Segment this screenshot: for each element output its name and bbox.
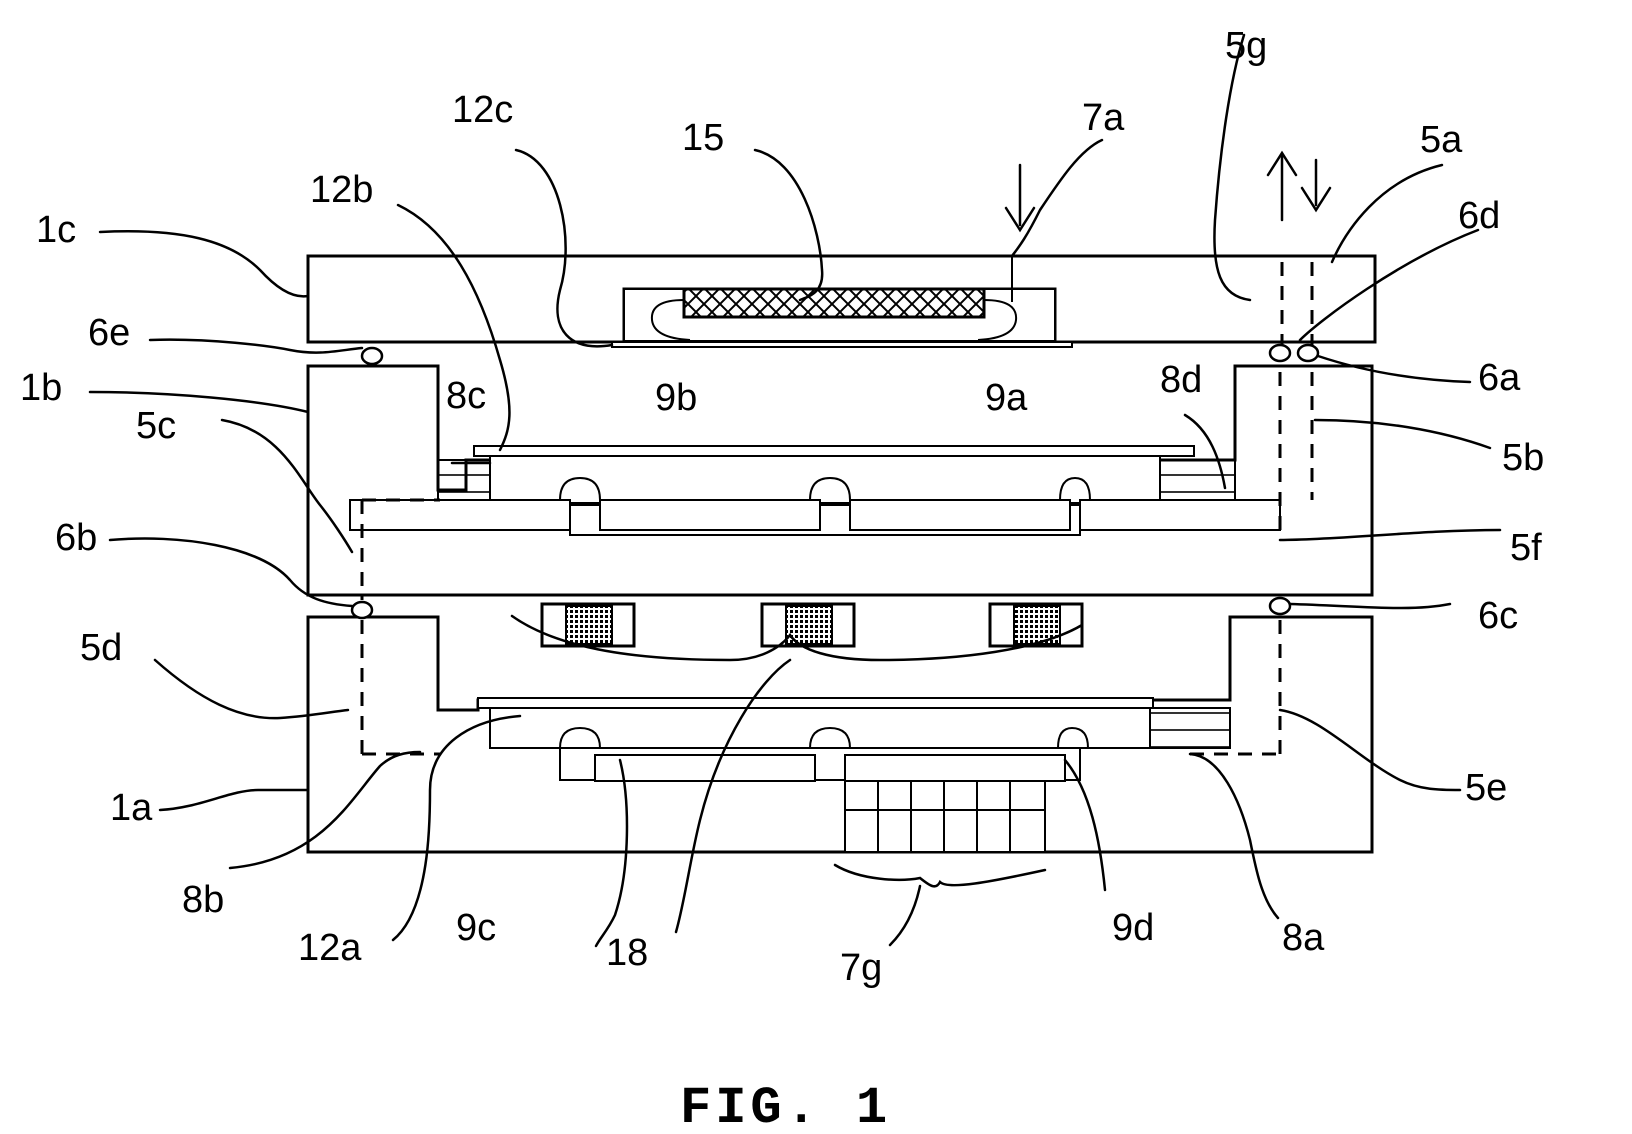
label-9b: 9b <box>655 377 697 419</box>
label-12a: 12a <box>298 927 362 969</box>
pad-9c <box>595 755 815 781</box>
label-9d: 9d <box>1112 907 1154 949</box>
pad-9d <box>845 755 1065 781</box>
plate-1c <box>308 256 1375 347</box>
pad-9a <box>850 500 1070 530</box>
label-8a: 8a <box>1282 917 1325 959</box>
plate-1a <box>308 617 1372 852</box>
label-5e: 5e <box>1465 767 1507 809</box>
label-1c: 1c <box>36 209 76 251</box>
label-9c: 9c <box>456 907 496 949</box>
label-8d: 8d <box>1160 359 1202 401</box>
label-6c: 6c <box>1478 595 1518 637</box>
label-1b: 1b <box>20 367 62 409</box>
label-12b: 12b <box>310 169 373 211</box>
figure-caption: FIG. 1 <box>680 1079 891 1134</box>
label-5d: 5d <box>80 627 122 669</box>
label-5a: 5a <box>1420 119 1463 161</box>
elements-18 <box>542 604 1082 646</box>
flow-arrows <box>1006 153 1330 230</box>
label-5f: 5f <box>1510 527 1542 569</box>
label-12c: 12c <box>452 89 513 131</box>
label-5c: 5c <box>136 405 176 447</box>
label-8b: 8b <box>182 879 224 921</box>
label-7a: 7a <box>1082 97 1125 139</box>
label-5g: 5g <box>1225 25 1267 67</box>
label-6a: 6a <box>1478 357 1521 399</box>
pad-9b <box>600 500 820 530</box>
label-6e: 6e <box>88 312 130 354</box>
label-8c: 8c <box>446 375 486 417</box>
label-18: 18 <box>606 932 648 974</box>
label-5b: 5b <box>1502 437 1544 479</box>
label-7g: 7g <box>840 947 882 989</box>
label-1a: 1a <box>110 787 153 829</box>
element-15 <box>684 289 984 317</box>
electrode-grid-7g <box>845 781 1045 852</box>
label-15: 15 <box>682 117 724 159</box>
label-6b: 6b <box>55 517 97 559</box>
label-6d: 6d <box>1458 195 1500 237</box>
label-9a: 9a <box>985 377 1028 419</box>
